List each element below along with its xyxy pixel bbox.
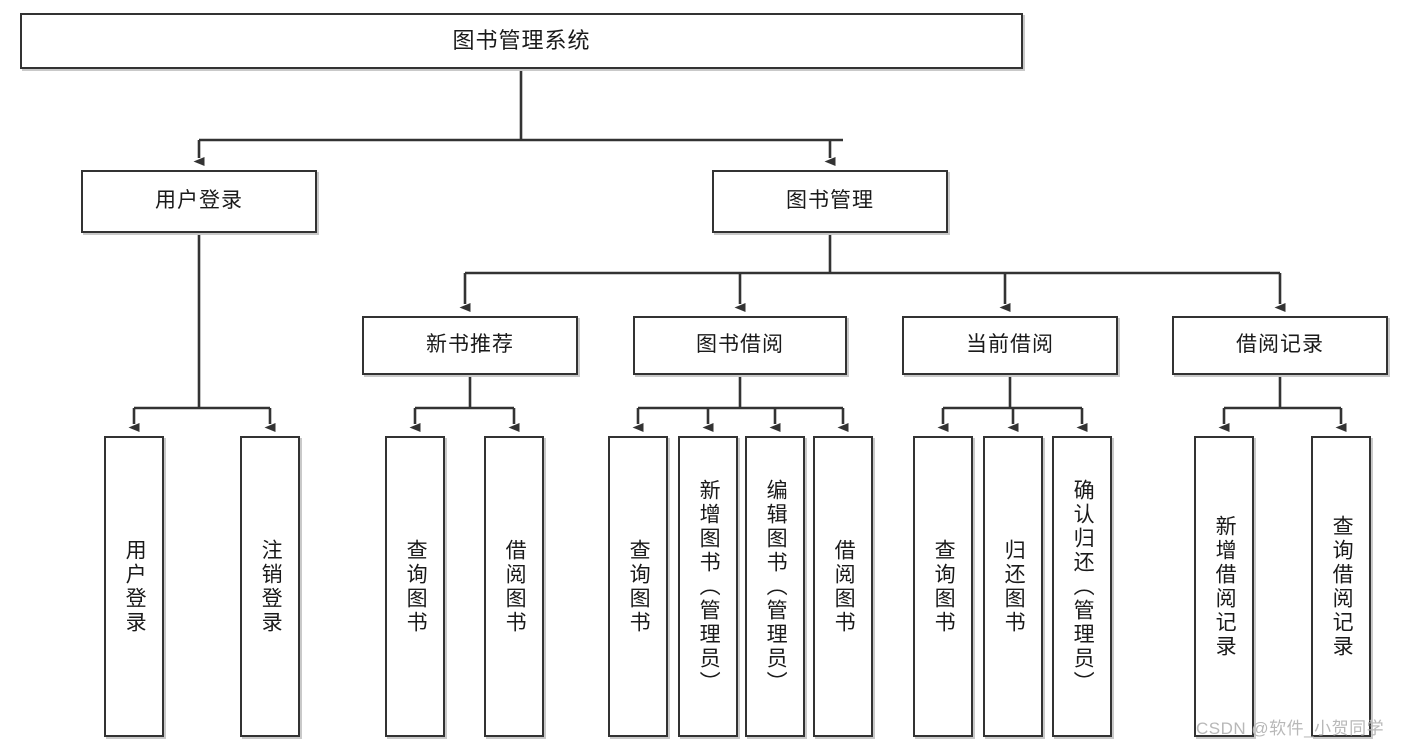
node-leaf-query-book-3[interactable]: 查询图书: [913, 436, 973, 737]
node-leaf-logout-label: 注销登录: [259, 538, 283, 635]
node-leaf-return-book-label: 归还图书: [1002, 538, 1026, 635]
node-leaf-borrow-book-1-label: 借阅图书: [503, 538, 527, 635]
node-leaf-confirm-return-admin[interactable]: 确认归还（管理员）: [1052, 436, 1112, 737]
node-leaf-query-borrow-record-label: 查询借阅记录: [1330, 514, 1354, 659]
node-leaf-query-book-2[interactable]: 查询图书: [608, 436, 668, 737]
node-user-login[interactable]: 用户登录: [81, 170, 317, 233]
node-leaf-query-book-3-label: 查询图书: [932, 538, 956, 635]
node-leaf-query-book-1[interactable]: 查询图书: [385, 436, 445, 737]
node-leaf-edit-book-admin[interactable]: 编辑图书（管理员）: [745, 436, 805, 737]
node-root-label: 图书管理系统: [452, 28, 591, 54]
node-leaf-borrow-book-1[interactable]: 借阅图书: [484, 436, 544, 737]
node-borrow-record[interactable]: 借阅记录: [1172, 316, 1388, 375]
node-leaf-add-book-admin[interactable]: 新增图书（管理员）: [678, 436, 738, 737]
node-leaf-query-book-2-label: 查询图书: [627, 538, 651, 635]
node-new-book-recommend[interactable]: 新书推荐: [362, 316, 578, 375]
node-leaf-return-book[interactable]: 归还图书: [983, 436, 1043, 737]
node-leaf-logout[interactable]: 注销登录: [240, 436, 300, 737]
node-leaf-add-book-admin-label: 新增图书（管理员）: [697, 478, 721, 695]
node-book-manage[interactable]: 图书管理: [712, 170, 948, 233]
node-leaf-user-login-label: 用户登录: [123, 538, 147, 635]
node-leaf-add-borrow-record-label: 新增借阅记录: [1213, 514, 1237, 659]
node-leaf-confirm-return-admin-label: 确认归还（管理员）: [1071, 478, 1095, 695]
node-root[interactable]: 图书管理系统: [20, 13, 1023, 69]
node-book-borrow[interactable]: 图书借阅: [633, 316, 847, 375]
node-leaf-query-book-1-label: 查询图书: [404, 538, 428, 635]
node-current-borrow[interactable]: 当前借阅: [902, 316, 1118, 375]
node-leaf-borrow-book-2[interactable]: 借阅图书: [813, 436, 873, 737]
node-leaf-add-borrow-record[interactable]: 新增借阅记录: [1194, 436, 1254, 737]
node-current-borrow-label: 当前借阅: [966, 333, 1054, 357]
node-leaf-user-login[interactable]: 用户登录: [104, 436, 164, 737]
node-new-book-recommend-label: 新书推荐: [426, 333, 514, 357]
node-leaf-edit-book-admin-label: 编辑图书（管理员）: [764, 478, 788, 695]
node-leaf-borrow-book-2-label: 借阅图书: [832, 538, 856, 635]
node-user-login-label: 用户登录: [155, 189, 243, 213]
node-borrow-record-label: 借阅记录: [1236, 333, 1324, 357]
node-leaf-query-borrow-record[interactable]: 查询借阅记录: [1311, 436, 1371, 737]
node-book-borrow-label: 图书借阅: [696, 333, 784, 357]
node-book-manage-label: 图书管理: [786, 189, 874, 213]
